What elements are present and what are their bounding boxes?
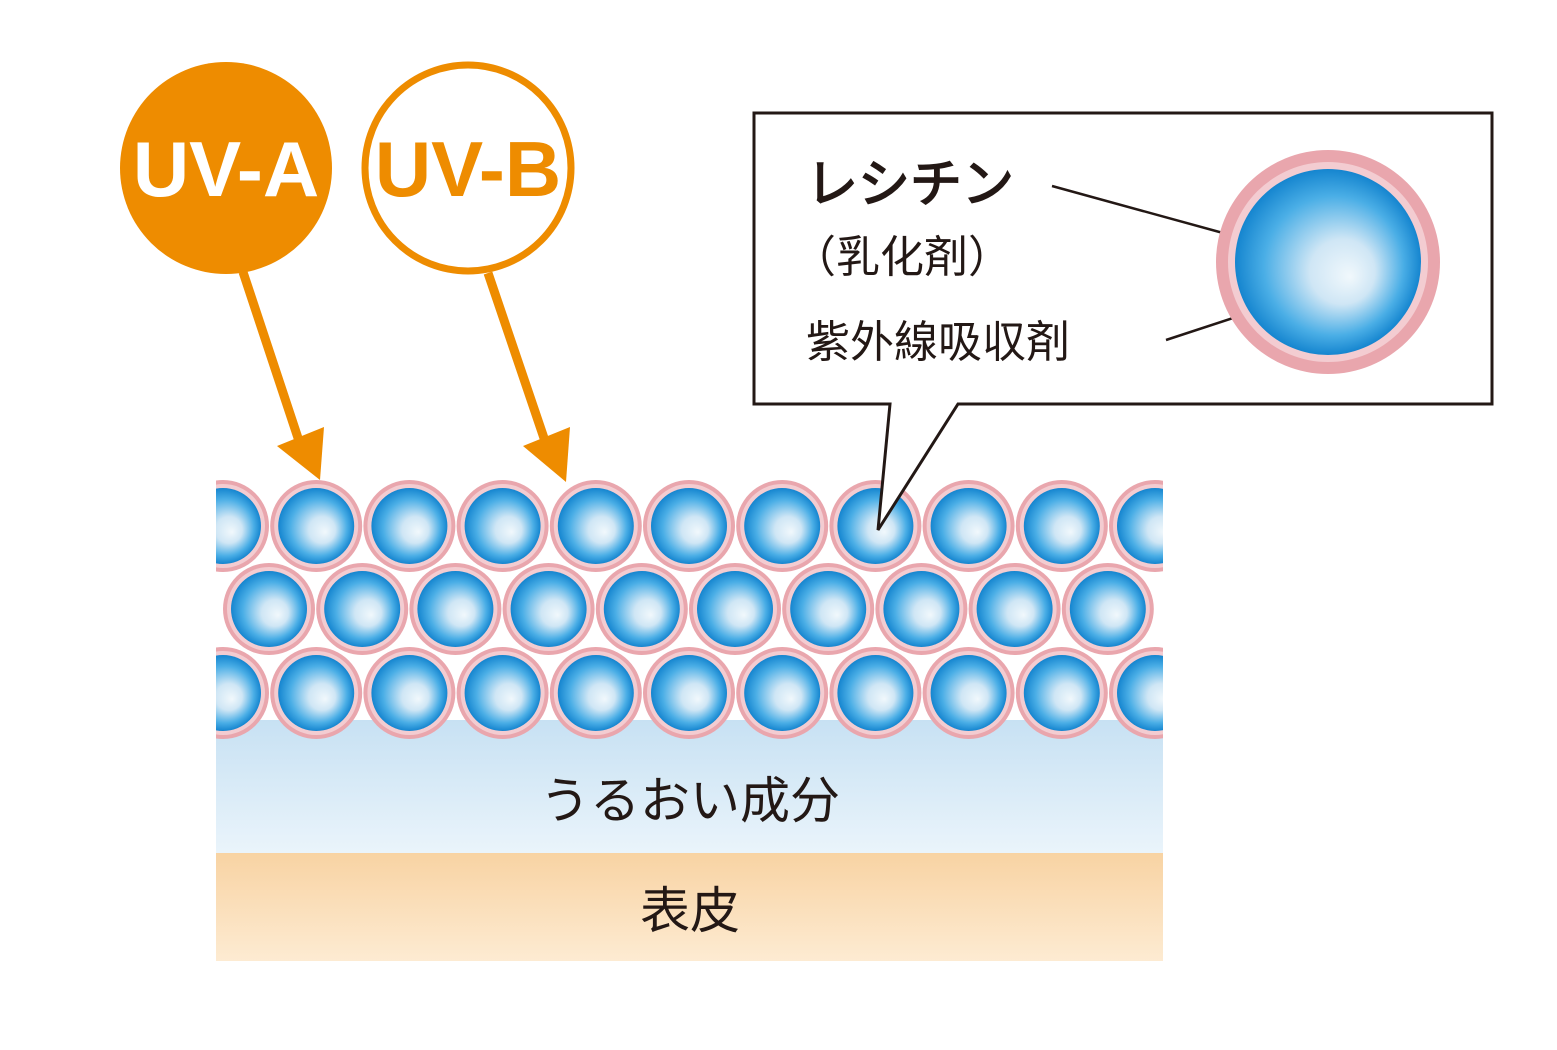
lecithin-sphere	[595, 563, 688, 655]
uv-a-arrow-head	[277, 427, 324, 480]
lecithin-sphere	[456, 647, 549, 739]
uv-a-group: UV-A	[120, 62, 332, 480]
lecithin-sphere	[316, 563, 409, 655]
moisture-layer	[216, 720, 1163, 853]
lecithin-sphere	[736, 647, 829, 739]
lecithin-sphere	[875, 563, 968, 655]
lecithin-sphere	[502, 563, 595, 655]
lecithin-sphere	[456, 480, 549, 572]
lecithin-sphere	[223, 563, 315, 655]
lecithin-sphere	[829, 647, 922, 739]
title-leader-line	[1051, 184, 1235, 238]
callout-absorber: 紫外線吸収剤	[806, 317, 1070, 368]
lecithin-sphere-layer	[216, 480, 1163, 739]
lecithin-sphere	[1109, 480, 1163, 572]
lecithin-sphere	[1109, 647, 1163, 739]
uv-b-group: UV-B	[361, 61, 575, 482]
moisture-label: うるおい成分	[540, 772, 840, 830]
uv-b-badge	[361, 61, 575, 275]
epidermis-layer	[216, 853, 1163, 961]
uv-a-arrow	[238, 270, 305, 446]
lecithin-sphere	[643, 647, 735, 739]
lecithin-sphere	[689, 563, 781, 655]
lecithin-sphere	[216, 647, 269, 739]
lecithin-sphere	[409, 563, 502, 655]
lecithin-sphere	[363, 647, 456, 739]
lecithin-sphere	[1015, 480, 1108, 572]
lecithin-sphere	[270, 647, 363, 739]
lecithin-sphere	[922, 647, 1015, 739]
lecithin-sphere	[968, 563, 1061, 655]
uv-b-arrow	[483, 271, 551, 446]
lecithin-sphere	[363, 480, 456, 572]
epidermis-label: 表皮	[640, 882, 740, 940]
lecithin-sphere	[270, 480, 363, 572]
lecithin-sphere-icon	[1216, 150, 1440, 374]
lecithin-sphere	[736, 480, 829, 572]
lecithin-sphere	[216, 480, 269, 572]
lecithin-sphere	[549, 480, 642, 572]
callout-title: レシチン	[806, 155, 1014, 215]
lecithin-sphere	[829, 480, 922, 572]
callout-subtitle: （乳化剤）	[792, 232, 1012, 283]
lecithin-sphere	[782, 563, 875, 655]
lecithin-sphere	[549, 647, 642, 739]
lecithin-sphere	[1015, 647, 1108, 739]
lecithin-sphere	[1061, 563, 1154, 655]
lecithin-sphere	[643, 480, 735, 572]
uv-a-badge	[120, 62, 332, 274]
uv-b-arrow-head	[523, 427, 570, 482]
uv-b-label: UV-B	[375, 125, 561, 213]
uv-a-label: UV-A	[133, 125, 319, 213]
lecithin-callout: レシチン （乳化剤） 紫外線吸収剤	[752, 111, 1494, 531]
lecithin-sphere	[922, 480, 1015, 572]
